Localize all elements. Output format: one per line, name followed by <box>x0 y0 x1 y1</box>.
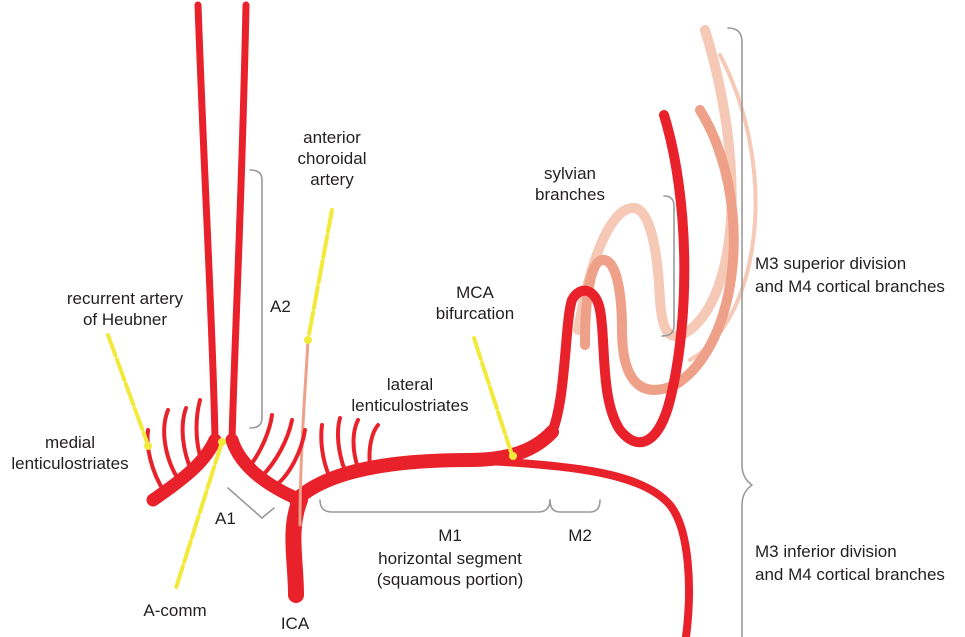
pointer-anterior-choroidal <box>308 210 332 340</box>
dot-heubner <box>144 442 152 450</box>
label-anterior-choroidal: anterior choroidal artery <box>292 127 372 190</box>
label-a2: A2 <box>270 296 291 317</box>
label-mca-bifurcation: MCA bifurcation <box>420 282 530 324</box>
label-m3-inferior: M3 inferior division and M4 cortical bra… <box>755 540 945 586</box>
label-sylvian-branches: sylvian branches <box>530 163 610 205</box>
label-a1: A1 <box>215 508 236 529</box>
label-m1-description: horizontal segment (squamous portion) <box>360 548 540 590</box>
label-ica: ICA <box>260 613 330 634</box>
bracket-m2 <box>550 500 600 512</box>
label-m2: M2 <box>555 525 605 546</box>
dot-mca-bifurcation <box>509 452 517 460</box>
dot-anterior-choroidal <box>304 336 312 344</box>
label-medial-lenticulostriates: medial lenticulostriates <box>5 432 135 474</box>
a2-left-vessel <box>198 5 215 440</box>
bracket-m1 <box>320 500 550 512</box>
a2-right-vessel <box>232 5 246 440</box>
pointer-heubner <box>108 335 148 445</box>
label-m3-superior: M3 superior division and M4 cortical bra… <box>755 252 945 298</box>
dot-a-comm <box>218 438 226 446</box>
label-a-comm: A-comm <box>130 600 220 621</box>
label-m1: M1 <box>420 525 480 546</box>
label-lateral-lenticulostriates: lateral lenticulostriates <box>340 374 480 416</box>
bracket-m3-superior <box>728 28 752 637</box>
label-recurrent-heubner: recurrent artery of Heubner <box>45 288 205 330</box>
bracket-a2 <box>250 170 262 428</box>
